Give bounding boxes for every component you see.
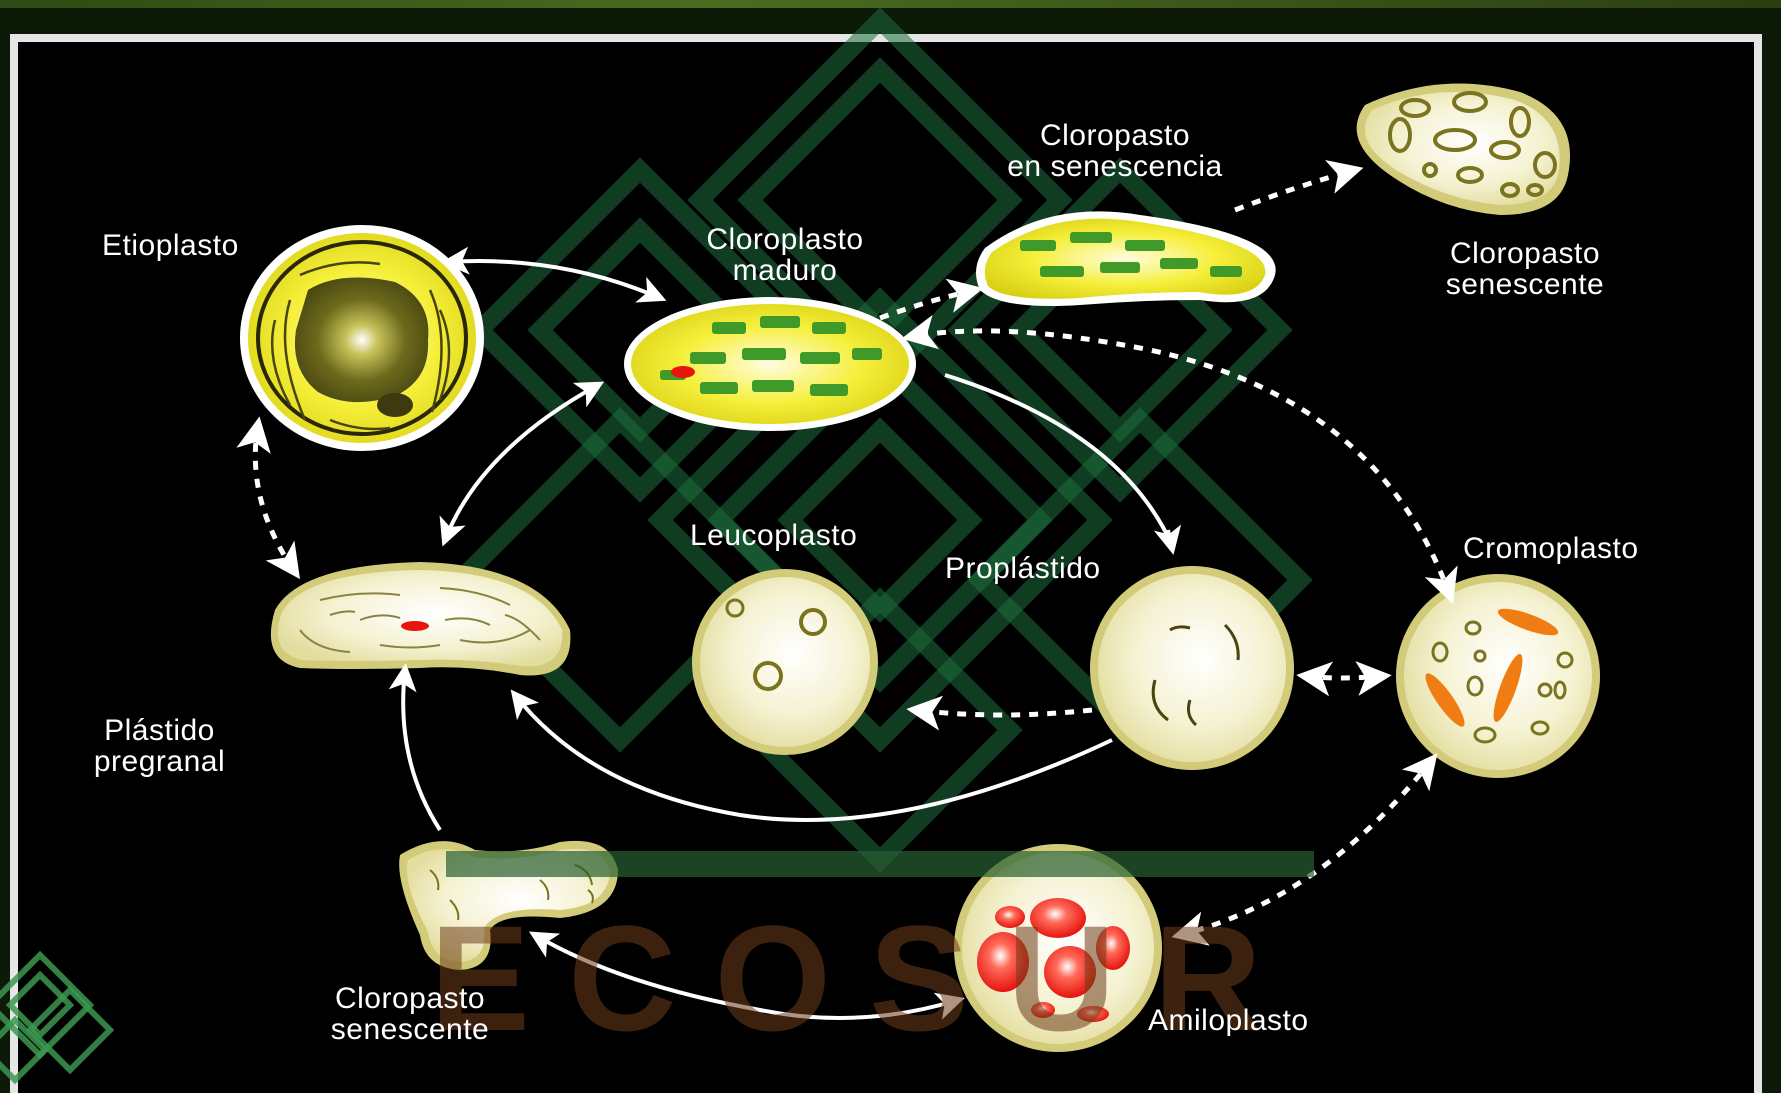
label-leucoplasto: Leucoplasto <box>690 520 857 551</box>
label-cloropasto-senescente-bottom: Cloropasto senescente <box>305 983 515 1045</box>
label-cloropasto-en-senescencia: Cloropasto en senescencia <box>970 120 1260 182</box>
proplastid-organelle <box>1090 566 1294 770</box>
watermark-bar <box>446 851 1314 877</box>
label-plastido-pregranal: Plástido pregranal <box>72 715 247 777</box>
label-cloroplasto-maduro: Cloroplasto maduro <box>680 224 890 286</box>
senescing-chloroplast-organelle <box>976 211 1276 306</box>
label-etioplasto: Etioplasto <box>102 230 239 261</box>
corner-logo-icon <box>0 955 110 1080</box>
arrow-etio-cloro <box>448 261 660 298</box>
label-amiloplasto: Amiloplasto <box>1148 1005 1309 1036</box>
chromoplast-organelle <box>1396 574 1600 778</box>
mature-chloroplast-organelle <box>624 297 916 431</box>
arrow-senescente-pregranal <box>403 670 440 830</box>
label-cromoplasto: Cromoplasto <box>1463 533 1639 564</box>
label-proplastido: Proplástido <box>945 553 1101 584</box>
label-cloropasto-senescente-top: Cloropasto senescente <box>1420 238 1630 300</box>
senescent-chloroplast-top-organelle <box>1357 84 1570 215</box>
arrow-proplastido-cromo <box>1305 676 1383 678</box>
pregranal-plastid-organelle <box>271 562 571 675</box>
leucoplast-organelle <box>692 569 878 755</box>
etioplast-organelle <box>240 225 484 451</box>
arrow-etio-pregranal <box>255 425 295 572</box>
watermark-text: ECOSUR <box>430 892 1330 1065</box>
